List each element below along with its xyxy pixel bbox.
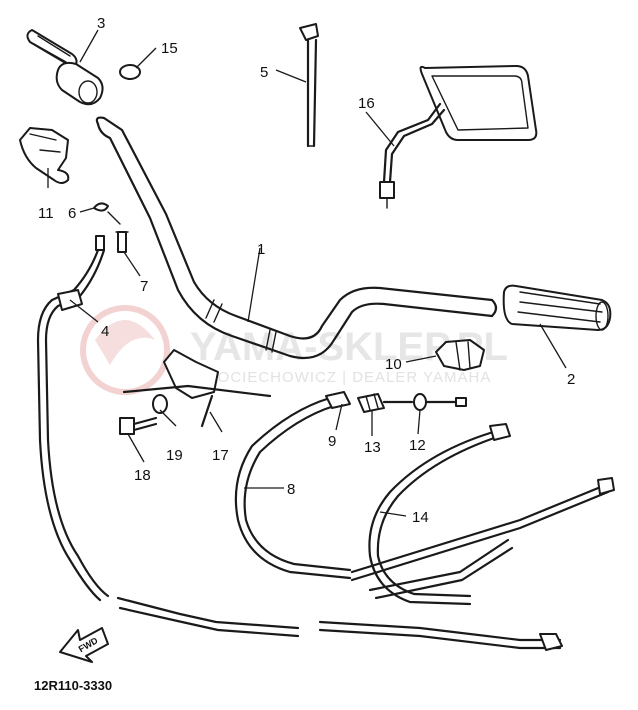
mirror [379,65,538,209]
callout-4: 4 [101,323,109,340]
forward-arrow-icon: FWD [59,627,109,663]
bracket-bolt [119,416,158,435]
callout-12: 12 [409,437,426,454]
callout-10: 10 [385,356,402,373]
callout-3: 3 [97,15,105,32]
leader-lines [47,29,567,517]
callout-11: 11 [38,205,54,222]
handlebar [95,116,498,360]
throttle-housing [19,127,70,184]
callout-7: 7 [140,278,148,295]
clutch-cable [234,391,352,580]
cable-adjuster [357,393,467,413]
small-screw [115,231,129,253]
cable-bracket [122,349,272,428]
callout-5: 5 [260,64,268,81]
watermark-sub-text: GOCIECHOWICZ | DEALER YAMAHA [205,369,491,386]
brake-cable [350,423,615,606]
callout-13: 13 [364,439,381,456]
callout-1: 1 [257,241,265,258]
callout-19: 19 [166,447,183,464]
lever-holder [435,339,485,371]
callout-17: 17 [212,447,229,464]
small-clip [93,202,121,225]
callout-6: 6 [68,205,76,222]
callout-18: 18 [134,467,151,484]
left-grip [26,29,104,106]
bracket-washer [152,394,168,414]
callout-16: 16 [358,95,375,112]
cable-tie [299,23,319,148]
callout-2: 2 [567,371,575,388]
callouts: 3 15 5 16 11 6 7 1 4 2 10 9 13 12 19 17 … [38,15,575,526]
callout-8: 8 [287,481,295,498]
bar-end-cap [119,64,141,80]
callout-14: 14 [412,509,429,526]
right-grip [502,284,612,331]
callout-15: 15 [161,40,178,57]
diagram-code: 12R110-3330 [34,678,112,693]
callout-9: 9 [328,433,336,450]
